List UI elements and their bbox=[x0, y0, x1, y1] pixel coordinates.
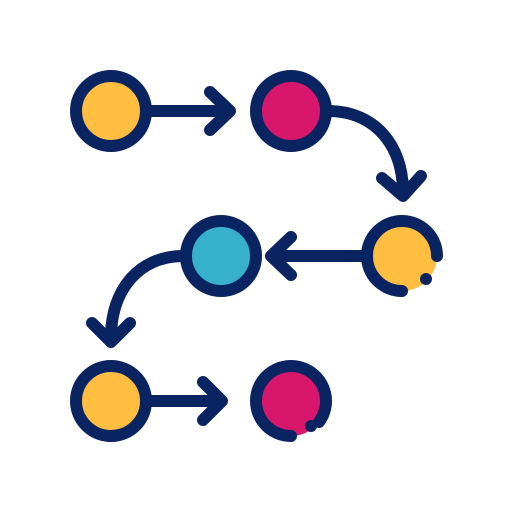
node-6-dot bbox=[305, 420, 317, 432]
arrow-2-to-3 bbox=[324, 105, 409, 196]
arrowhead-1-to-2 bbox=[204, 86, 236, 136]
arrowhead-3-to-4 bbox=[265, 231, 297, 281]
arrowhead-4-to-5 bbox=[86, 317, 136, 348]
arrowhead-5-to-6 bbox=[197, 376, 228, 426]
arrow-4-to-5 bbox=[105, 250, 188, 341]
node-4 bbox=[180, 215, 262, 297]
node-6-fill bbox=[256, 366, 326, 436]
node-1 bbox=[70, 70, 152, 152]
node-5 bbox=[70, 360, 152, 442]
node-2 bbox=[250, 70, 332, 152]
node-6 bbox=[250, 360, 332, 442]
arrowhead-2-to-3 bbox=[376, 170, 427, 202]
node-3-dot bbox=[420, 273, 432, 285]
node-3-fill bbox=[367, 221, 437, 291]
node-3 bbox=[361, 215, 443, 297]
